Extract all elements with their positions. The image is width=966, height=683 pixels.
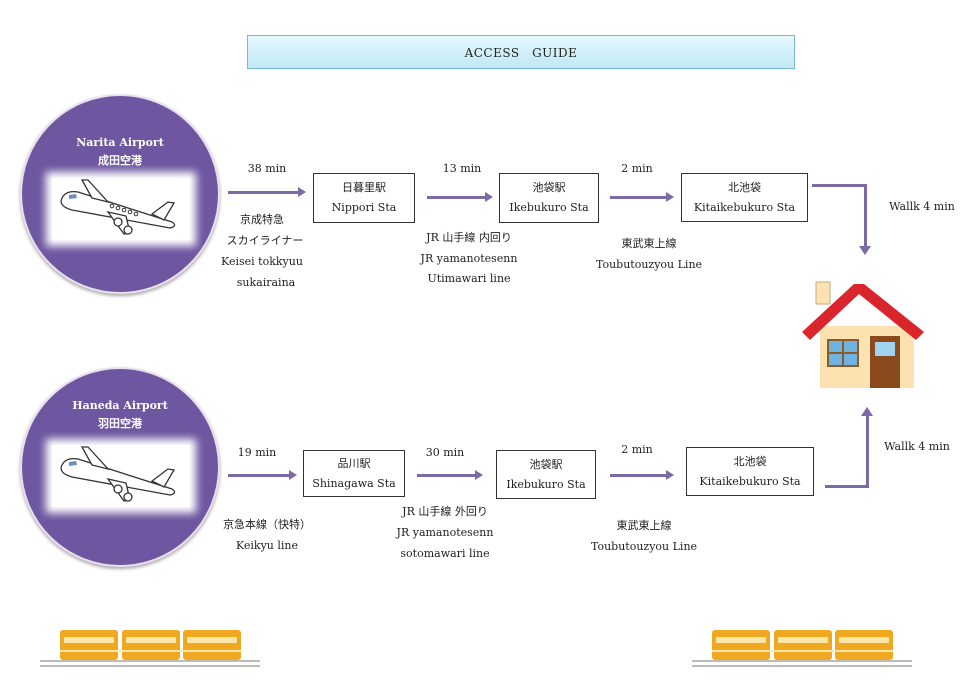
leg-desc: JR yamanotesenn: [420, 252, 518, 265]
leg-desc: Utimawari line: [427, 272, 511, 285]
station-kitaikebukuro: 北池袋 Kitaikebukuro Sta: [681, 173, 808, 222]
walk-path: [825, 485, 869, 488]
leg-desc: 京急本線（快特）: [223, 518, 311, 531]
leg-time: 13 min: [442, 162, 482, 175]
station-nippori: 日暮里駅 Nippori Sta: [313, 173, 415, 223]
station-name-ja: 池袋駅: [529, 457, 563, 471]
leg-desc: 東武東上線: [621, 237, 677, 250]
leg-desc: スカイライナー: [226, 234, 304, 247]
station-name-ja: 池袋駅: [532, 181, 566, 194]
train-icon: [40, 630, 260, 667]
airport-name-ja: 成田空港: [98, 154, 142, 167]
walk-time: Wallk 4 min: [884, 440, 950, 453]
station-ikebukuro: 池袋駅 Ikebukuro Sta: [496, 450, 596, 499]
leg-desc: 東武東上線: [616, 519, 672, 532]
station-kitaikebukuro: 北池袋 Kitaikebukuro Sta: [686, 447, 814, 496]
station-shinagawa: 品川駅 Shinagawa Sta: [303, 450, 405, 497]
leg-desc: JR 山手線 外回り: [402, 505, 488, 518]
leg-time: 30 min: [425, 446, 465, 459]
leg-desc: 京成特急: [240, 213, 284, 226]
walk-path: [864, 184, 867, 248]
station-name-ja: 品川駅: [337, 456, 371, 470]
station-name-en: Shinagawa Sta: [312, 476, 396, 490]
airport-name-en: Narita Airport: [76, 136, 164, 149]
leg-desc: Keikyu line: [235, 539, 299, 552]
narita-airport-badge: Narita Airport 成田空港: [20, 94, 220, 294]
leg-desc: JR yamanotesenn: [396, 526, 494, 539]
arrow-down-icon: [859, 246, 871, 255]
leg-desc: Keisei tokkyuu: [221, 255, 303, 268]
airport-name-ja: 羽田空港: [98, 417, 142, 430]
station-name-en: Ikebukuro Sta: [509, 201, 589, 214]
station-name-en: Ikebukuro Sta: [506, 477, 586, 491]
arrow-icon: [417, 470, 483, 480]
train-icon: [692, 630, 912, 667]
station-ikebukuro: 池袋駅 Ikebukuro Sta: [499, 173, 599, 223]
airplane-icon: [52, 178, 190, 240]
walk-time: Wallk 4 min: [889, 200, 955, 213]
walk-path: [866, 416, 869, 488]
arrow-icon: [228, 470, 297, 480]
station-name-ja: 日暮里駅: [342, 181, 386, 194]
airport-name-en: Haneda Airport: [72, 399, 168, 412]
leg-time: 2 min: [621, 162, 653, 175]
arrow-icon: [228, 187, 306, 197]
walk-path: [812, 184, 867, 187]
airplane-icon: [52, 445, 190, 507]
leg-time: 19 min: [237, 446, 277, 459]
arrow-up-icon: [861, 407, 873, 416]
leg-desc: Toubutouzyou Line: [595, 258, 703, 271]
house-icon: [802, 281, 924, 388]
leg-time: 38 min: [247, 162, 287, 175]
leg-desc: JR 山手線 内回り: [426, 231, 512, 244]
leg-desc: sukairaina: [236, 276, 296, 289]
station-name-en: Nippori Sta: [331, 201, 397, 214]
arrow-icon: [610, 470, 674, 480]
station-name-ja: 北池袋: [728, 180, 761, 194]
leg-time: 2 min: [621, 443, 653, 456]
station-name-en: Kitaikebukuro Sta: [699, 474, 801, 488]
station-name-ja: 北池袋: [733, 454, 767, 468]
station-name-en: Kitaikebukuro Sta: [693, 200, 796, 214]
arrow-icon: [427, 192, 493, 202]
haneda-airport-badge: Haneda Airport 羽田空港: [20, 367, 220, 567]
page-title: ACCESS GUIDE: [247, 35, 795, 69]
leg-desc: Toubutouzyou Line: [590, 540, 698, 553]
leg-desc: sotomawari line: [400, 547, 490, 560]
arrow-icon: [610, 192, 674, 202]
